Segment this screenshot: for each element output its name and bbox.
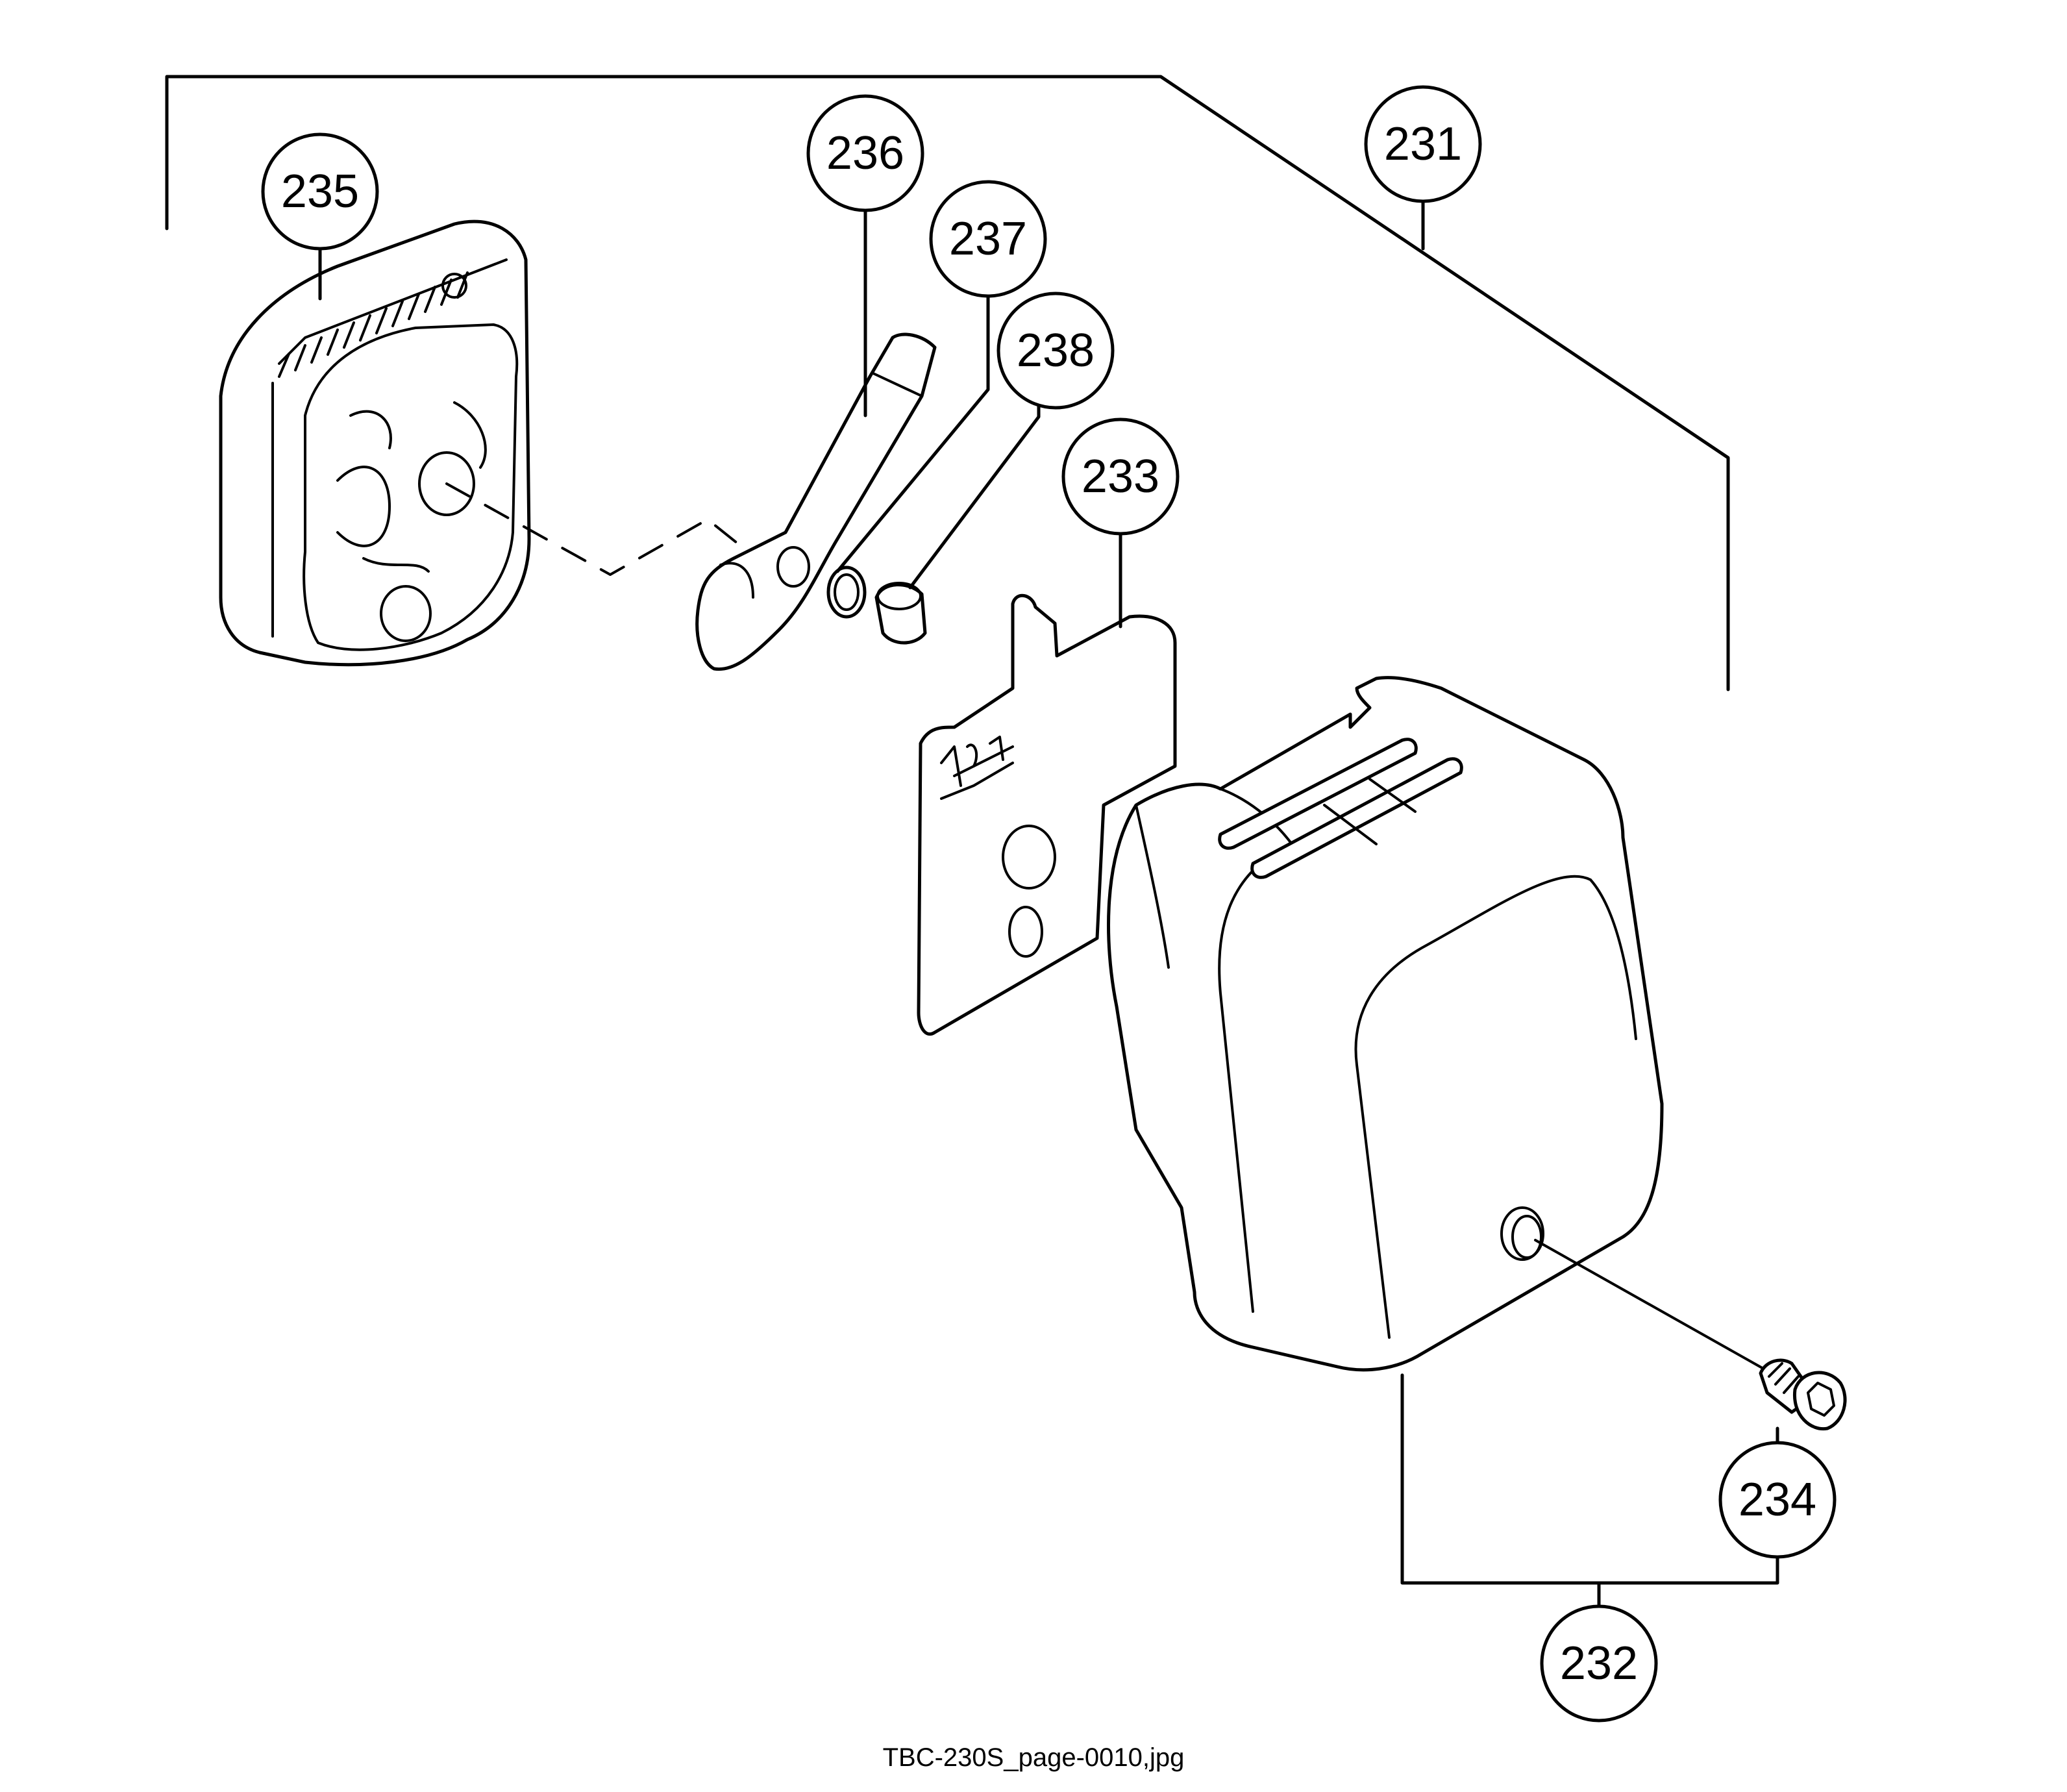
- callout-label: 231: [1384, 118, 1462, 170]
- callout-label: 233: [1082, 451, 1159, 503]
- leader-lines: [318, 208, 1122, 628]
- callout-label: 234: [1739, 1474, 1816, 1526]
- callout-233: 233: [1061, 417, 1180, 536]
- callout-238: 238: [996, 292, 1115, 410]
- callout-232: 232: [1540, 1604, 1658, 1723]
- exhaust-plate: [695, 332, 937, 671]
- muffler-body: [219, 219, 531, 667]
- gasket-plate: [917, 593, 1177, 1036]
- callout-label: 237: [949, 213, 1027, 265]
- callout-label: 238: [1017, 325, 1095, 377]
- callout-236: 236: [806, 94, 924, 212]
- callout-231: 231: [1364, 85, 1482, 203]
- collar: [874, 582, 927, 645]
- image-caption: TBC-230S_page-0010,jpg: [882, 1743, 1185, 1772]
- muffler-cover: [1107, 676, 1664, 1372]
- callout-label: 236: [826, 127, 904, 179]
- assembly-bracket-231: [165, 75, 1730, 691]
- callout-label: 235: [281, 166, 359, 218]
- callout-234: 234: [1718, 1441, 1837, 1559]
- callout-235: 235: [261, 132, 379, 251]
- callout-237: 237: [929, 180, 1047, 298]
- callout-label: 232: [1560, 1637, 1638, 1689]
- bolt: [1759, 1358, 1847, 1431]
